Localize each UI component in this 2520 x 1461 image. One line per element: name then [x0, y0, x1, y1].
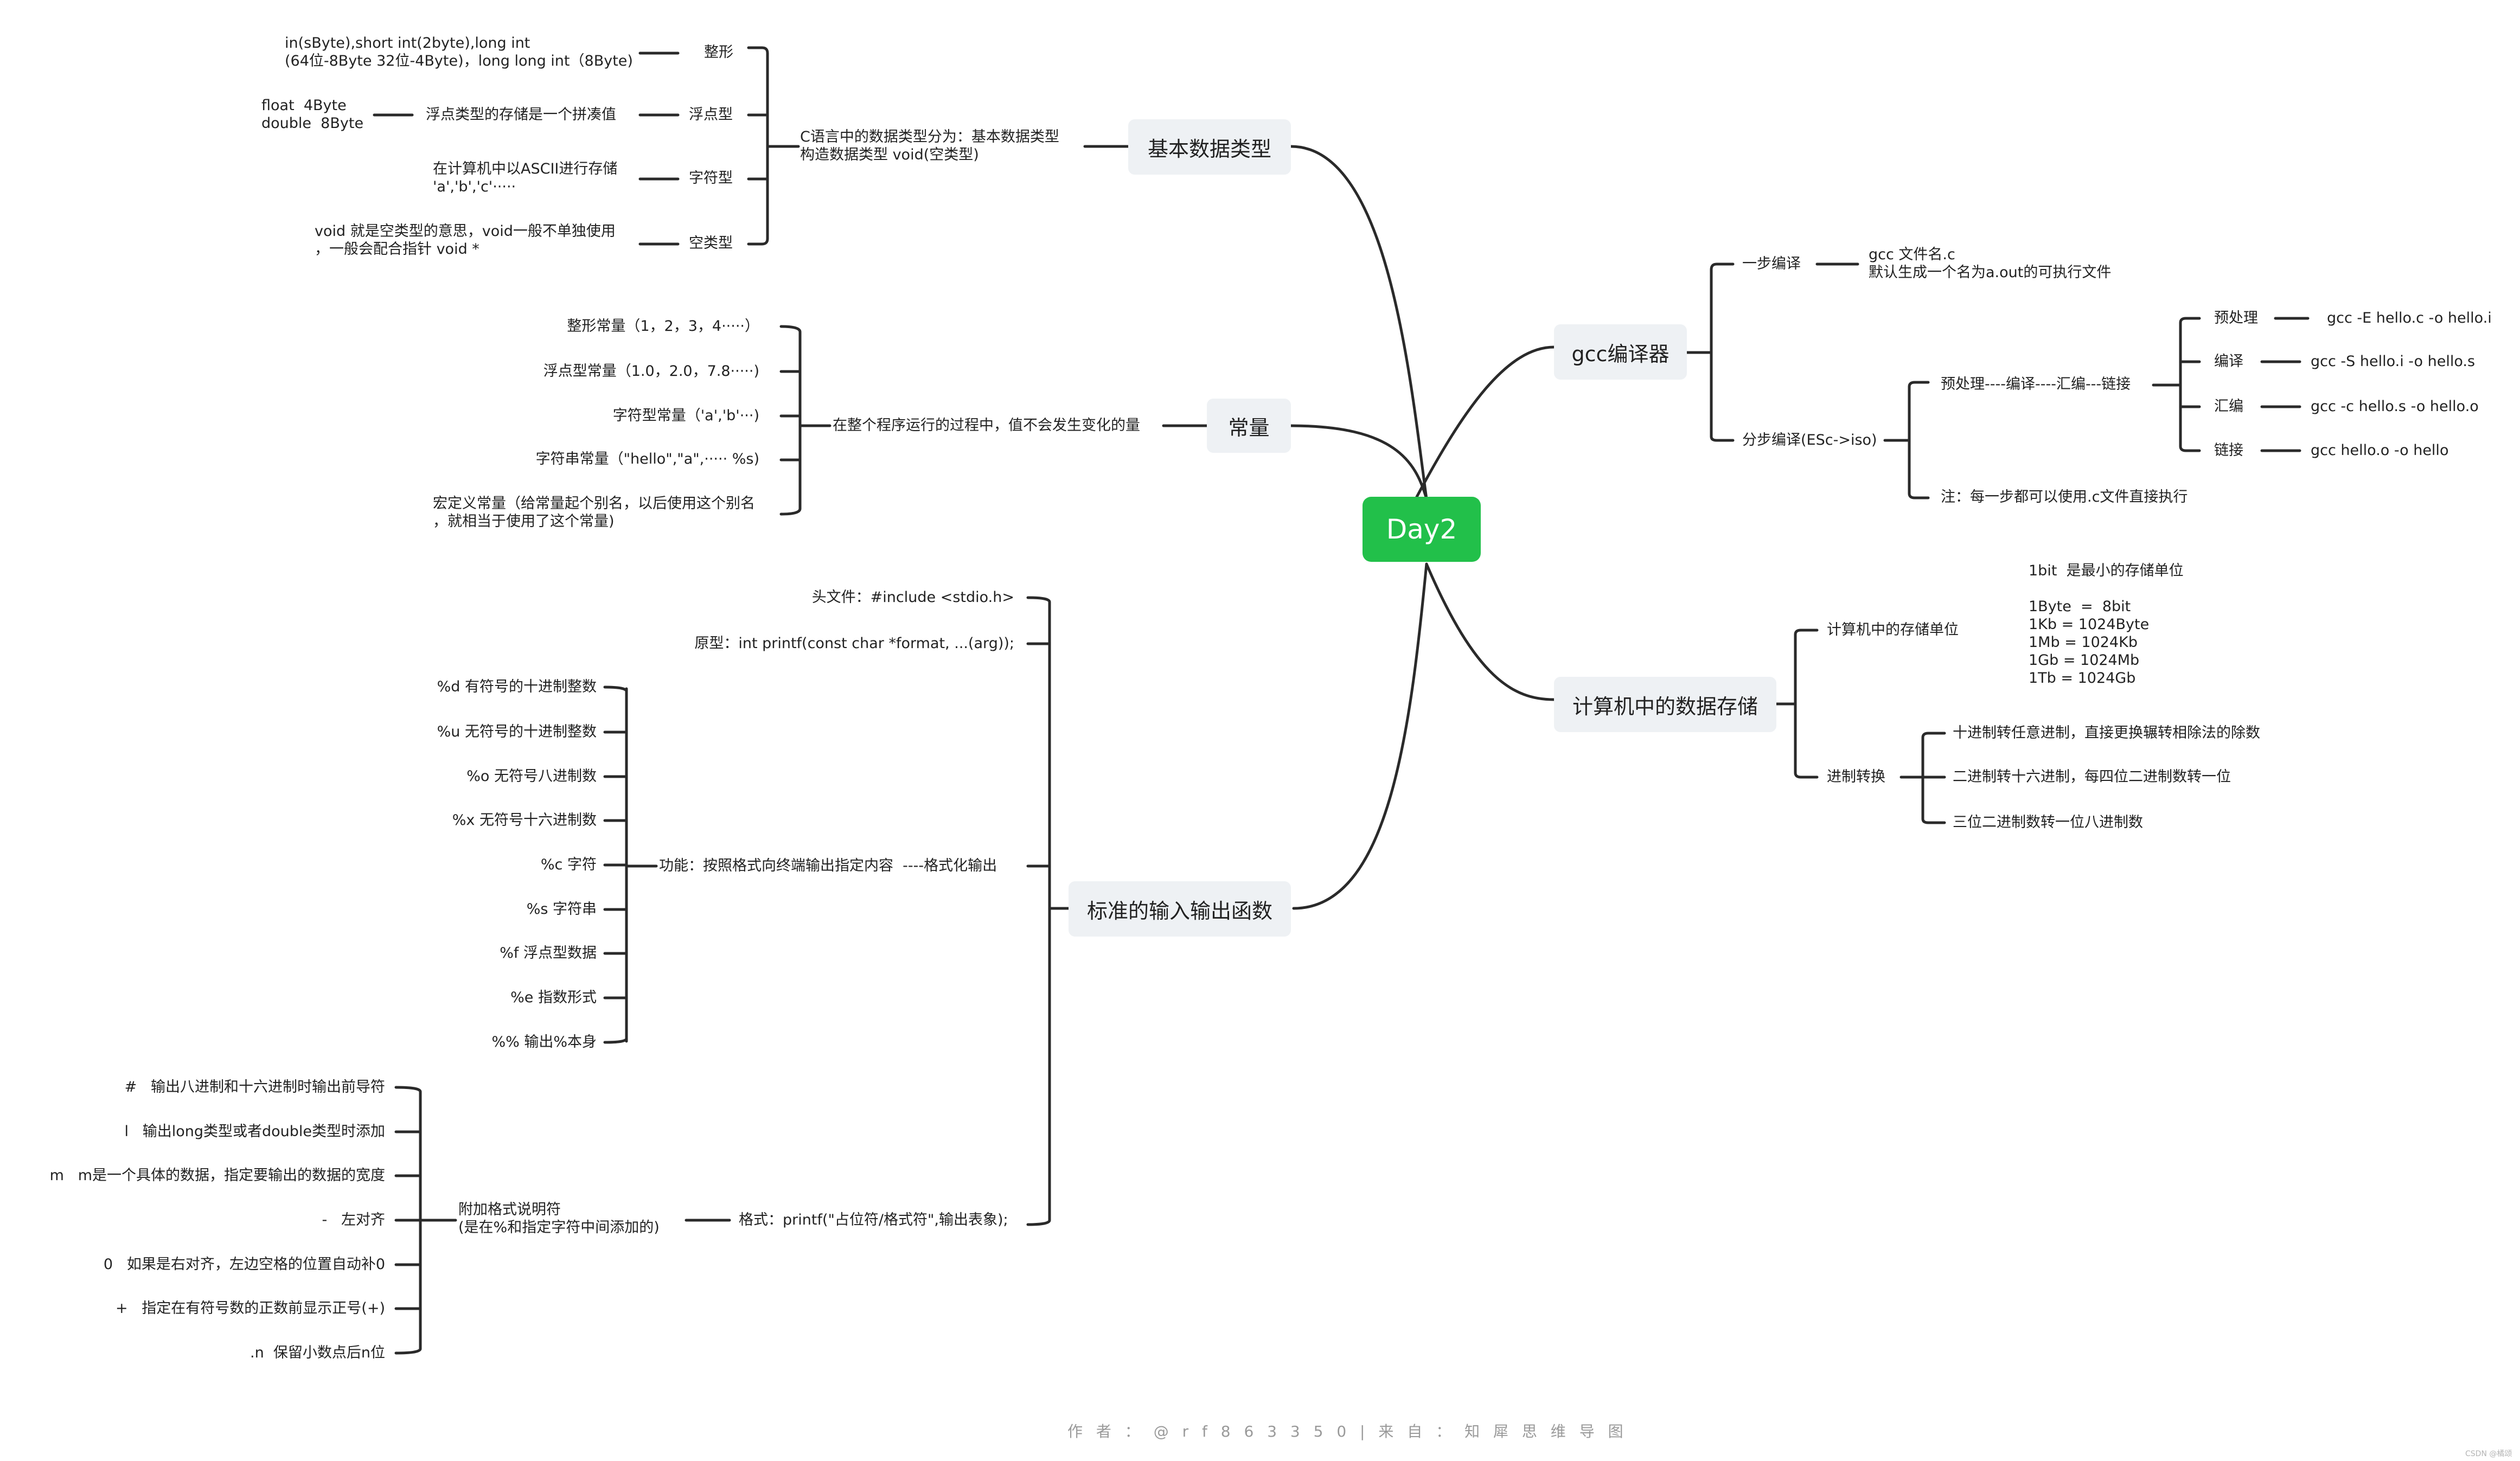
basic-void-note: void 就是空类型的意思，void一般不单独使用 ，一般会配合指针 void …: [315, 223, 616, 258]
branch-basic-types[interactable]: 基本数据类型: [1128, 119, 1291, 175]
gcc-flow: 预处理----编译----汇编---链接: [1941, 376, 2131, 393]
gcc-step-label: 预处理: [2214, 310, 2258, 326]
constant-item: 字符型常量（'a','b'···): [612, 407, 759, 424]
gcc-step-cmd: gcc -S hello.i -o hello.s: [2311, 353, 2476, 370]
format-item: %o 无符号八进制数: [466, 768, 597, 785]
basic-types-desc: C语言中的数据类型分为：基本数据类型 构造数据类型 void(空类型): [800, 129, 1059, 163]
constant-item: 宏定义常量（给常量起个别名，以后使用这个别名 ，就相当于使用了这个常量): [433, 495, 755, 530]
gcc-step-cmd: gcc -c hello.s -o hello.o: [2311, 398, 2479, 415]
basic-float-label: 浮点型: [689, 106, 733, 123]
storage-unit-note: 1bit 是最小的存储单位 1Byte = 8bit 1Kb = 1024Byt…: [2029, 562, 2184, 687]
extra-item: - 左对齐: [322, 1212, 386, 1228]
io-extra-spec: 附加格式说明符 (是在%和指定字符中间添加的): [458, 1201, 660, 1236]
basic-int-label: 整形: [704, 44, 733, 61]
format-item: %u 无符号的十进制整数: [437, 723, 597, 740]
format-item: %s 字符串: [526, 901, 597, 918]
io-function: 功能：按照格式向终端输出指定内容 ----格式化输出: [659, 857, 997, 874]
storage-conversion: 进制转换: [1827, 768, 1885, 785]
gcc-step-cmd: gcc hello.o -o hello: [2311, 442, 2449, 459]
root-node[interactable]: Day2: [1363, 497, 1481, 562]
gcc-step-build: 分步编译(ESc->iso): [1742, 432, 1877, 448]
extra-item: .n 保留小数点后n位: [250, 1344, 385, 1361]
format-item: %f 浮点型数据: [500, 945, 597, 962]
constants-desc: 在整个程序运行的过程中，值不会发生变化的量: [833, 417, 1140, 434]
io-format: 格式：printf("占位符/格式符",输出表象);: [739, 1212, 1008, 1228]
constant-item: 整形常量（1，2，3，4·····）: [567, 318, 759, 335]
format-item: %% 输出%本身: [491, 1034, 597, 1050]
conversion-item: 十进制转任意进制，直接更换辗转相除法的除数: [1953, 725, 2260, 741]
branch-storage[interactable]: 计算机中的数据存储: [1554, 677, 1776, 732]
branch-io[interactable]: 标准的输入输出函数: [1069, 881, 1291, 937]
basic-float-size: float 4Byte double 8Byte: [261, 97, 364, 132]
io-header: 头文件：#include <stdio.h>: [811, 589, 1014, 606]
basic-float-note: 浮点类型的存储是一个拼凑值: [426, 106, 616, 123]
basic-char-note: 在计算机中以ASCII进行存储 'a','b','c'·····: [433, 161, 618, 195]
format-item: %d 有符号的十进制整数: [437, 678, 597, 695]
branch-gcc[interactable]: gcc编译器: [1554, 324, 1687, 380]
format-item: %c 字符: [540, 856, 597, 873]
format-item: %e 指数形式: [510, 989, 597, 1006]
format-item: %x 无符号十六进制数: [452, 812, 597, 829]
storage-unit: 计算机中的存储单位: [1827, 621, 1959, 638]
extra-item: # 输出八进制和十六进制时输出前导符: [124, 1079, 385, 1095]
gcc-step-cmd: gcc -E hello.c -o hello.i: [2327, 310, 2492, 326]
conversion-item: 三位二进制数转一位八进制数: [1953, 814, 2143, 831]
io-proto: 原型：int printf(const char *format, ...(ar…: [694, 635, 1014, 652]
basic-int-note: in(sByte),short int(2byte),long int (64位…: [285, 35, 633, 69]
basic-void-label: 空类型: [689, 235, 733, 252]
branch-constants[interactable]: 常量: [1207, 399, 1291, 453]
gcc-one-step-note: gcc 文件名.c 默认生成一个名为a.out的可执行文件: [1869, 246, 2112, 281]
constant-item: 浮点型常量（1.0，2.0，7.8·····): [543, 363, 759, 380]
basic-char-label: 字符型: [689, 170, 733, 187]
extra-item: m m是一个具体的数据，指定要输出的数据的宽度: [49, 1167, 385, 1184]
extra-item: + 指定在有符号数的正数前显示正号(+): [115, 1300, 385, 1317]
conversion-item: 二进制转十六进制，每四位二进制数转一位: [1953, 768, 2231, 785]
extra-item: l 输出long类型或者double类型时添加: [124, 1123, 385, 1140]
gcc-step-label: 汇编: [2214, 398, 2243, 415]
gcc-step-label: 编译: [2214, 353, 2243, 370]
watermark: CSDN @橘颂: [2465, 1450, 2512, 1458]
gcc-step-label: 链接: [2214, 442, 2243, 459]
author-footer: 作 者 ： @ r f 8 6 3 3 5 0 | 来 自 ： 知 犀 思 维 …: [1067, 1422, 1628, 1440]
extra-item: 0 如果是右对齐，左边空格的位置自动补0: [103, 1256, 385, 1273]
constant-item: 字符串常量（"hello","a",····· %s): [535, 451, 759, 467]
gcc-one-step: 一步编译: [1742, 255, 1801, 272]
gcc-note: 注：每一步都可以使用.c文件直接执行: [1941, 489, 2188, 505]
